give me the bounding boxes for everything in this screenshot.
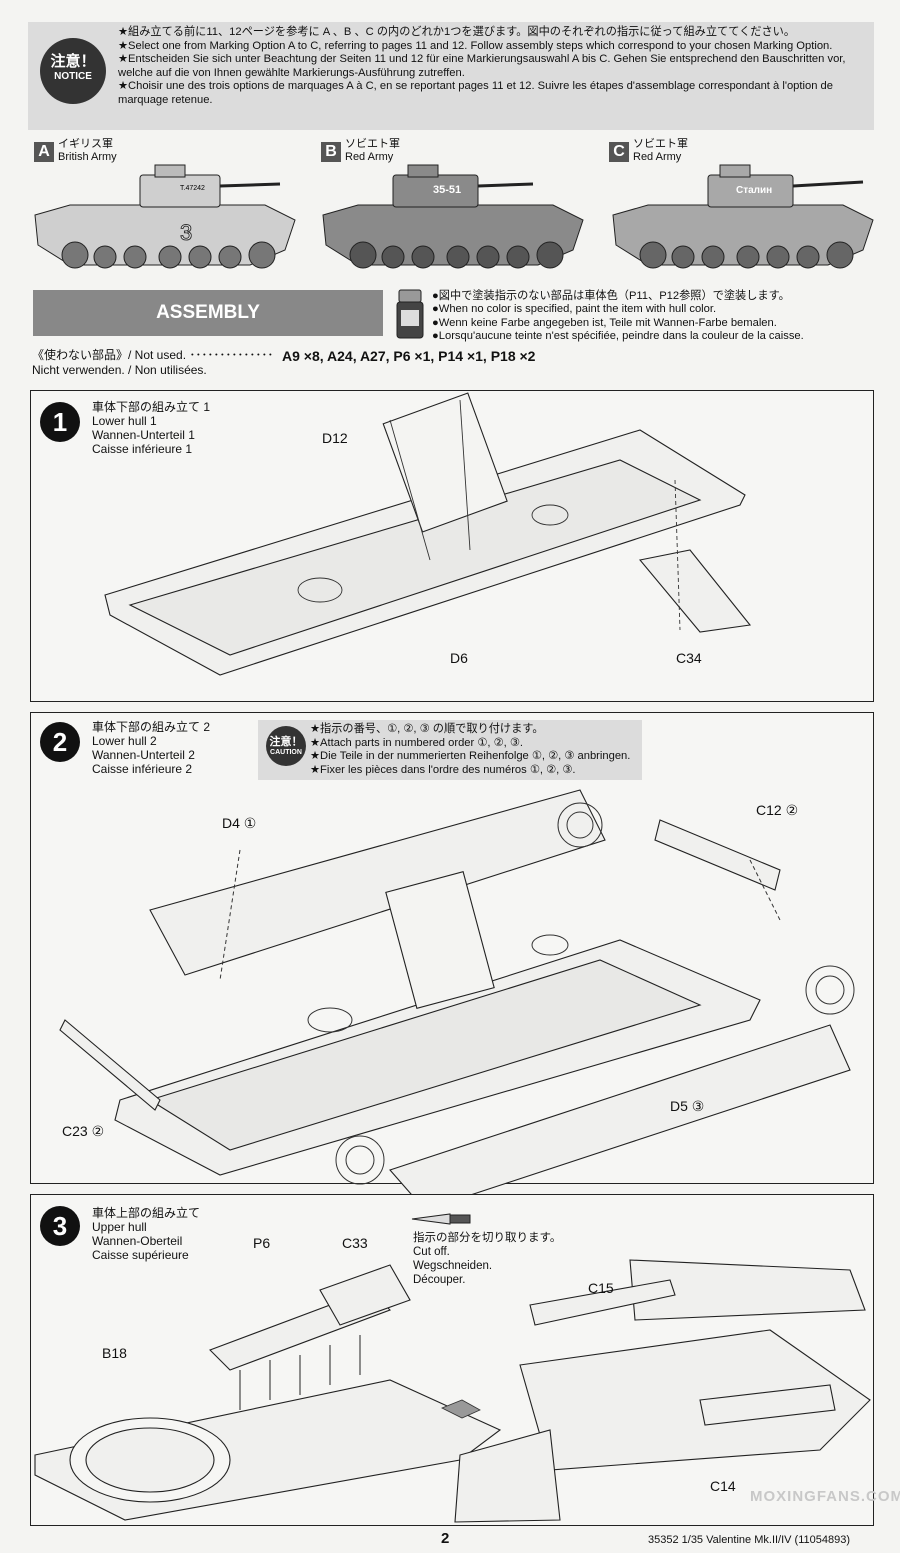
tank-a-number: 3 xyxy=(180,220,192,245)
part-label-d5: D5 ③ xyxy=(670,1098,705,1114)
marking-c-en: Red Army xyxy=(633,151,682,163)
step-1-title: 車体下部の組み立て 1 Lower hull 1 Wannen-Untertei… xyxy=(92,400,210,456)
part-label-d6: D6 xyxy=(450,650,468,666)
marking-c-letter: C xyxy=(609,142,629,162)
cut-note-en: Cut off. xyxy=(413,1246,450,1258)
notice-line: ★組み立てる前に11、12ページを参考に A 、B 、C の内のどれか1つを選び… xyxy=(118,26,796,38)
cut-note-fr: Découper. xyxy=(413,1274,466,1286)
caution-box xyxy=(258,720,642,780)
not-used-line2: Nicht verwenden. / Non utilisées. xyxy=(32,363,207,377)
marking-a-text: イギリス軍 British Army xyxy=(58,138,117,164)
part-label-p6: P6 xyxy=(253,1235,271,1251)
not-used-line1: 《使わない部品》/ Not used. ･･････････････ xyxy=(32,348,274,362)
notice-line: ★Select one from Marking Option A to C, … xyxy=(118,39,833,52)
paint-note-line: ●Wenn keine Farbe angegeben ist, Teile m… xyxy=(432,316,777,329)
part-label-b18: B18 xyxy=(102,1345,127,1361)
product-code: 35352 1/35 Valentine Mk.II/IV (11054893) xyxy=(648,1534,851,1546)
caution-badge-en: CAUTION xyxy=(270,749,302,756)
caution-badge: 注意！ CAUTION xyxy=(266,726,306,766)
notice-badge-jp: 注意！ xyxy=(50,53,96,70)
paint-note-line: ●Lorsqu'aucune teinte n'est spécifiée, p… xyxy=(432,330,804,343)
marking-a-jp: イギリス軍 xyxy=(58,138,113,150)
notice-badge-en: NOTICE xyxy=(54,71,92,82)
marking-b-jp: ソビエト軍 xyxy=(345,138,400,150)
step-3-title: 車体上部の組み立て Upper hull Wannen-Oberteil Cai… xyxy=(92,1206,200,1262)
part-label-c12: C12 ② xyxy=(756,802,799,818)
notice-line: ★Entscheiden Sie sich unter Beachtung de… xyxy=(118,53,846,79)
step-1-title-jp: 車体下部の組み立て 1 xyxy=(92,400,211,414)
part-label-c33: C33 xyxy=(342,1235,368,1251)
step-1-title-de: Wannen-Unterteil 1 xyxy=(92,428,195,442)
cut-note-jp: 指示の部分を切り取ります。 xyxy=(413,1232,562,1244)
marking-a-letter: A xyxy=(34,142,54,162)
step-2-title-de: Wannen-Unterteil 2 xyxy=(92,748,195,762)
tank-b-code: 35-51 xyxy=(433,184,461,196)
caution-line: ★指示の番号、①, ②, ③ の順で取り付けます。 xyxy=(310,723,544,735)
notice-box xyxy=(28,22,874,130)
paint-jar-icon xyxy=(396,289,424,339)
caution-badge-jp: 注意！ xyxy=(269,736,303,748)
cut-note: 指示の部分を切り取ります。 Cut off. Wegschneiden. Déc… xyxy=(413,1231,561,1287)
marking-a-en: British Army xyxy=(58,151,117,163)
notice-text: ★組み立てる前に11、12ページを参考に A 、B 、C の内のどれか1つを選び… xyxy=(118,26,858,108)
marking-b-text: ソビエト軍 Red Army xyxy=(345,138,400,164)
marking-b-en: Red Army xyxy=(345,151,394,163)
part-label-c34: C34 xyxy=(676,650,702,666)
paint-note: ●図中で塗装指示のない部品は車体色（P11、P12参照）で塗装します。 ●Whe… xyxy=(432,290,882,344)
marking-c-jp: ソビエト軍 xyxy=(633,138,688,150)
step-3-title-en: Upper hull xyxy=(92,1220,147,1234)
part-label-c15: C15 xyxy=(588,1280,614,1296)
part-label-c14: C14 xyxy=(710,1478,736,1494)
tank-a-code: T.47242 xyxy=(180,185,205,192)
tank-illustration-b: 35-51 xyxy=(322,164,584,269)
step-2-title-en: Lower hull 2 xyxy=(92,734,157,748)
step-1-title-fr: Caisse inférieure 1 xyxy=(92,442,193,456)
caution-line: ★Die Teile in der nummerierten Reihenfol… xyxy=(310,750,631,763)
step-3-title-jp: 車体上部の組み立て xyxy=(92,1206,201,1220)
step-1-title-en: Lower hull 1 xyxy=(92,414,157,428)
part-label-d4: D4 ① xyxy=(222,815,257,831)
step-3-diagram xyxy=(34,1259,871,1523)
not-used-parts: A9 ×8, A24, A27, P6 ×1, P14 ×1, P18 ×2 xyxy=(282,348,536,364)
step-2-title: 車体下部の組み立て 2 Lower hull 2 Wannen-Untertei… xyxy=(92,720,210,776)
not-used-label: 《使わない部品》/ Not used. ･･････････････ Nicht… xyxy=(32,348,273,378)
part-label-d12: D12 xyxy=(322,430,348,446)
paint-note-line: ●When no color is specified, paint the i… xyxy=(432,303,717,316)
caution-line: ★Fixer les pièces dans l'ordre des numér… xyxy=(310,763,576,776)
tank-illustration-a: T.47242 3 xyxy=(34,164,296,269)
step-2-diagram xyxy=(59,789,855,1211)
cut-note-de: Wegschneiden. xyxy=(413,1260,493,1272)
step-3-title-de: Wannen-Oberteil xyxy=(92,1234,183,1248)
step-2-title-jp: 車体下部の組み立て 2 xyxy=(92,720,211,734)
notice-line: ★Choisir une des trois options de marqua… xyxy=(118,80,833,106)
step-2-number: 2 xyxy=(40,722,80,762)
assembly-header: ASSEMBLY xyxy=(33,290,383,336)
caution-text: ★指示の番号、①, ②, ③ の順で取り付けます。 ★Attach parts … xyxy=(310,723,640,777)
step-1-diagram xyxy=(104,392,752,676)
caution-line: ★Attach parts in numbered order ①, ②, ③. xyxy=(310,736,523,749)
tank-c-code: Сталин xyxy=(736,185,772,196)
step-3-number: 3 xyxy=(40,1206,80,1246)
part-label-c23: C23 ② xyxy=(62,1123,105,1139)
watermark: MOXINGFANS.COM xyxy=(750,1488,900,1505)
tank-illustration-c: Сталин xyxy=(612,164,874,269)
paint-note-line: ●図中で塗装指示のない部品は車体色（P11、P12参照）で塗装します。 xyxy=(432,290,790,302)
page-number: 2 xyxy=(441,1530,450,1547)
marking-b-letter: B xyxy=(321,142,341,162)
marking-c-text: ソビエト軍 Red Army xyxy=(633,138,688,164)
step-1-number: 1 xyxy=(40,402,80,442)
knife-icon xyxy=(411,1213,471,1225)
notice-badge: 注意！ NOTICE xyxy=(40,38,106,104)
step-2-title-fr: Caisse inférieure 2 xyxy=(92,762,193,776)
step-3-title-fr: Caisse supérieure xyxy=(92,1248,189,1262)
